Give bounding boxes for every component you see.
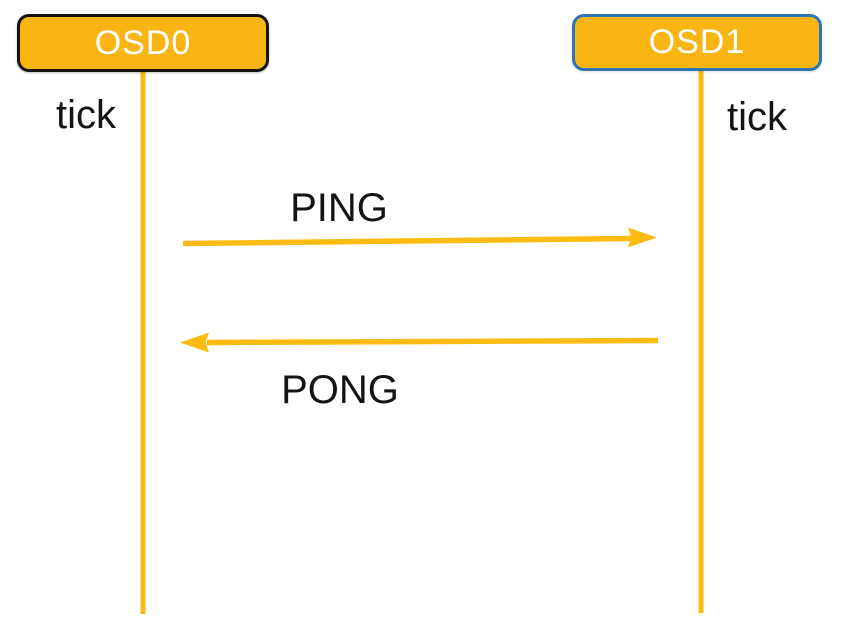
ping-arrowhead-icon: [628, 227, 657, 248]
message-label-ping: PING: [290, 186, 388, 230]
actor-box-osd1: OSD1: [572, 14, 822, 71]
actor-label-osd1: OSD1: [648, 23, 746, 61]
actor-box-osd0: OSD0: [17, 14, 269, 72]
tick-label-osd0: tick: [56, 93, 116, 137]
ping-arrow-line: [182, 235, 633, 247]
tick-label-osd1: tick: [727, 95, 787, 139]
pong-arrowhead-icon: [180, 332, 209, 353]
pong-arrow-line: [206, 337, 659, 346]
message-label-pong: PONG: [281, 368, 399, 412]
actor-label-osd0: OSD0: [94, 23, 192, 62]
